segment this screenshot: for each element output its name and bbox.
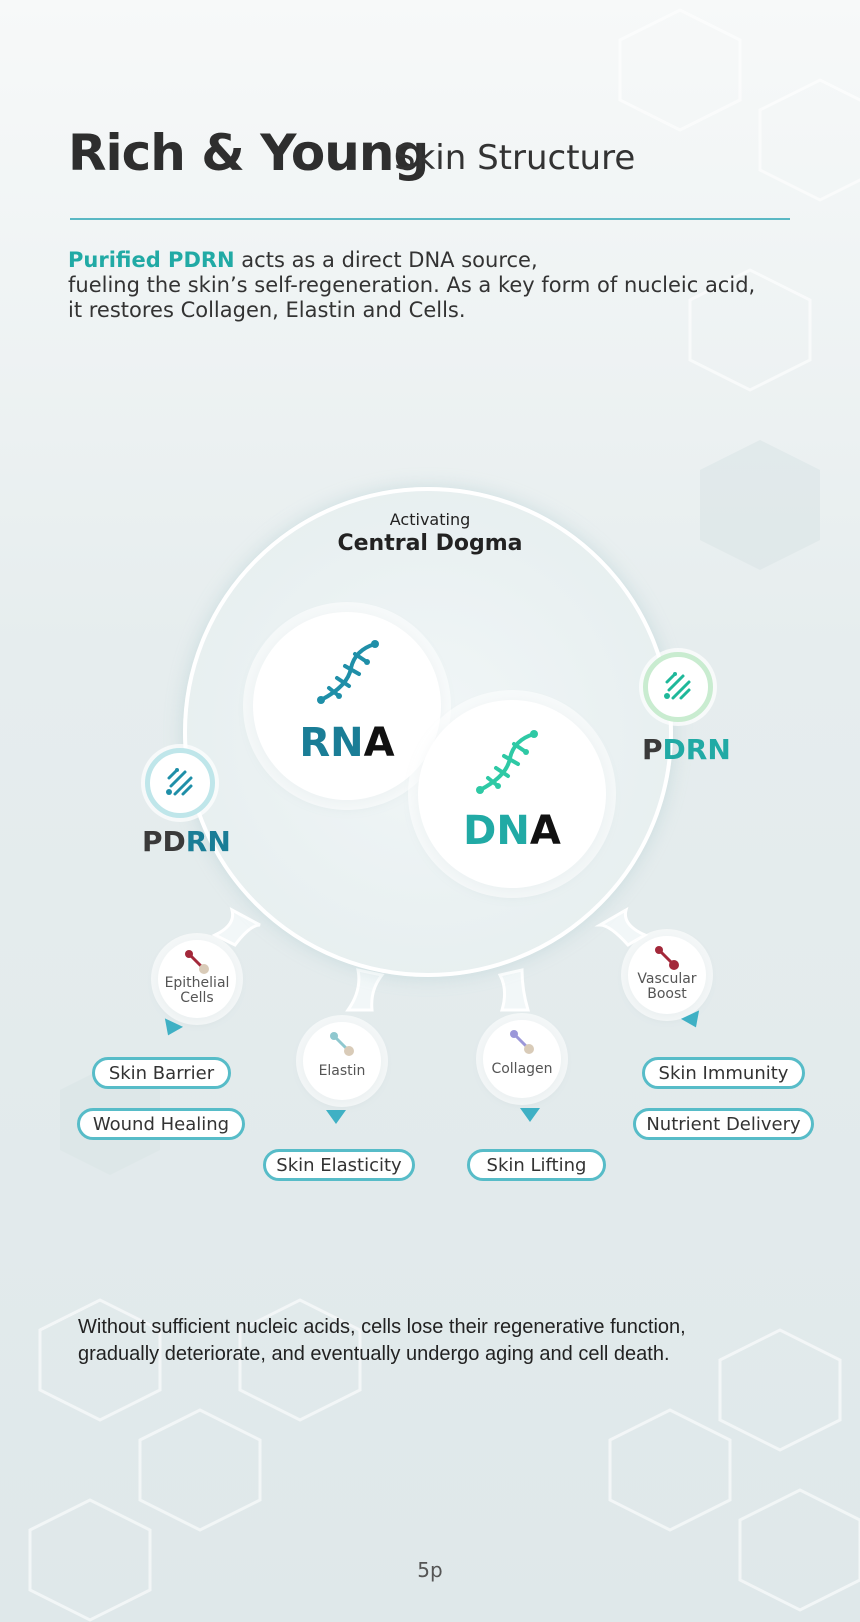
arrow-down-icon	[520, 1108, 540, 1122]
dna-helix-icon	[317, 640, 379, 704]
node-collagen: Collagen	[483, 1020, 561, 1098]
footer-line1: Without sufficient nucleic acids, cells …	[78, 1316, 686, 1338]
intro-paragraph: Purified PDRN acts as a direct DNA sourc…	[68, 248, 755, 323]
molecule-icon	[185, 950, 209, 974]
footer-text: Without sufficient nucleic acids, cells …	[78, 1314, 686, 1368]
pdrn-right-label: PDRN	[642, 733, 731, 766]
pill-skin-elasticity: Skin Elasticity	[263, 1149, 415, 1181]
center-small-text: Activating	[389, 510, 471, 529]
intro-line1: acts as a direct DNA source,	[234, 248, 538, 272]
page-subtitle: Skin Structure	[394, 138, 636, 178]
arrow-down-icon	[326, 1110, 346, 1124]
page-title: Rich & Young	[68, 124, 429, 182]
intro-line3: it restores Collagen, Elastin and Cells.	[68, 298, 466, 322]
rna-label-dark: A	[363, 720, 395, 766]
node-elastin: Elastin	[303, 1022, 381, 1100]
dna-helix-icon	[476, 730, 538, 794]
intro-line2: fueling the skin’s self-regeneration. As…	[68, 273, 756, 297]
pdrn-left-circle	[145, 748, 215, 818]
molecule-icon	[510, 1030, 534, 1054]
dna-label-dark: A	[529, 808, 561, 854]
node-epithelial-line2: Cells	[180, 990, 214, 1006]
node-vascular-line1: Vascular	[637, 971, 697, 987]
dna-circle: DNA	[418, 700, 606, 888]
pill-skin-immunity: Skin Immunity	[642, 1057, 805, 1089]
pill-skin-lifting: Skin Lifting	[467, 1149, 606, 1181]
molecule-icon	[655, 946, 679, 970]
rna-label-colored: RN	[299, 720, 364, 766]
pill-wound-healing: Wound Healing	[77, 1108, 245, 1140]
molecule-icon	[330, 1032, 354, 1056]
node-elastin-label: Elastin	[318, 1063, 366, 1079]
pdrn-left-label: PDRN	[142, 825, 231, 858]
central-dogma-label: Activating Central Dogma	[300, 510, 560, 556]
node-vascular-line2: Boost	[647, 986, 687, 1002]
title-divider	[70, 218, 790, 220]
pdrn-right-circle	[643, 652, 713, 722]
pdrn-left-part1: PD	[142, 825, 186, 858]
pill-nutrient-delivery: Nutrient Delivery	[633, 1108, 814, 1140]
pdrn-right-part2: DRN	[662, 733, 731, 766]
pill-skin-barrier: Skin Barrier	[92, 1057, 231, 1089]
pdrn-left-part2: RN	[185, 825, 231, 858]
node-collagen-label: Collagen	[491, 1061, 553, 1077]
dna-strand-icon	[166, 768, 193, 796]
dna-strand-icon	[664, 672, 691, 700]
center-big-text: Central Dogma	[337, 531, 523, 556]
rna-circle: RNA	[253, 612, 441, 800]
node-epithelial-line1: Epithelial	[164, 975, 230, 991]
pdrn-right-part1: P	[642, 733, 663, 766]
page-number: 5p	[417, 1558, 443, 1582]
intro-highlight: Purified PDRN	[68, 248, 235, 272]
dna-label-colored: DN	[463, 808, 530, 854]
footer-line2: gradually deteriorate, and eventually un…	[78, 1343, 670, 1365]
